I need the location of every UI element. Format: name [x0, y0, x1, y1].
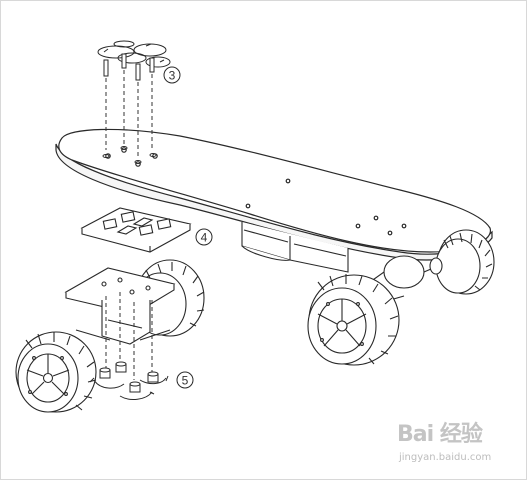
watermark-brand: Bai 经验	[397, 422, 483, 447]
watermark-url: jingyan.baidu.com	[399, 452, 492, 463]
callout-5: 5	[176, 371, 194, 389]
deck-screws	[97, 40, 171, 164]
callout-4-label: 4	[201, 231, 208, 245]
callout-3: 3	[163, 66, 181, 84]
riser-pad	[80, 207, 192, 253]
truck-nuts	[89, 292, 169, 400]
callout-3-label: 3	[169, 69, 176, 83]
skateboard-deck	[55, 128, 493, 261]
baidu-jingyan-watermark: Bai 经验 jingyan.baidu.com	[391, 414, 509, 472]
callout-5-label: 5	[182, 374, 189, 388]
front-wheel-assembly	[15, 259, 205, 413]
rear-wheel-assembly	[307, 229, 495, 366]
battery-box	[241, 222, 349, 273]
callout-4: 4	[195, 228, 213, 246]
